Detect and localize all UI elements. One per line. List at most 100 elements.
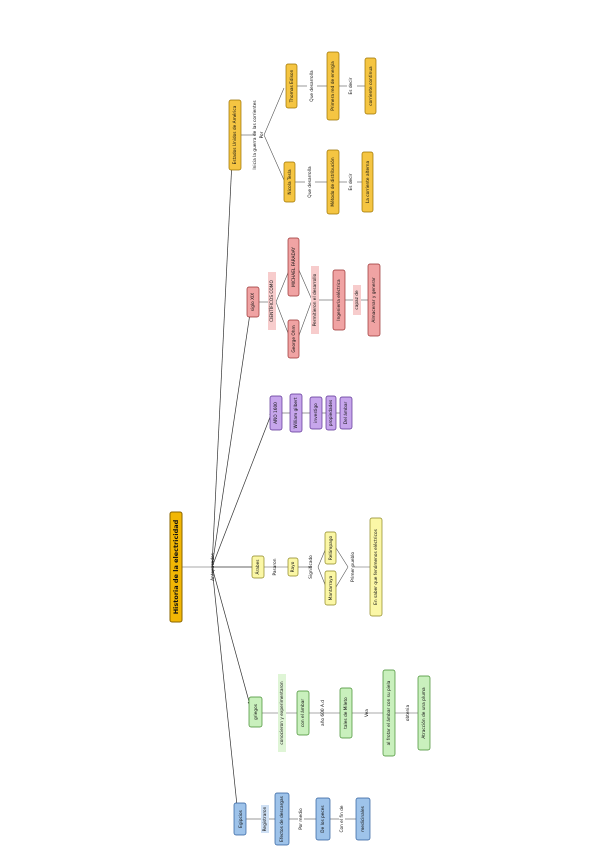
hub-label: Antepasados bbox=[210, 552, 216, 581]
branch-arabes: Árabes Pasaron Rayo Significado Relámpag… bbox=[251, 517, 383, 617]
anio1600-node-4: Del ámbar bbox=[342, 402, 349, 425]
node-del-ambar bbox=[339, 396, 353, 430]
eeuu-label-6: Es decir bbox=[348, 77, 354, 94]
anio1600-head: AÑO 1600 bbox=[272, 402, 279, 424]
node-primera-red bbox=[326, 51, 340, 121]
arabes-head: Árabes bbox=[254, 559, 261, 575]
node-estados-unidos bbox=[228, 99, 242, 171]
eeuu-label-3: Que desarrolla bbox=[307, 166, 313, 198]
egipcios-label-1: Registraron bbox=[262, 806, 268, 831]
node-anio-1600 bbox=[269, 395, 283, 431]
egipcios-label-2: Por medio bbox=[298, 808, 304, 830]
node-atraccion-de-una-pluma bbox=[417, 675, 431, 751]
eeuu-node-5: La corriente alterna bbox=[365, 160, 371, 203]
sigloxix-node-1: MICHAEL FARADAY bbox=[291, 247, 297, 287]
node-michael-faraday bbox=[287, 237, 300, 297]
arabes-node-2: Relámpago bbox=[327, 536, 334, 561]
node-medicinales bbox=[355, 797, 371, 841]
edge-to-egipcios bbox=[211, 566, 240, 816]
egipcios-label-3: Con el fin de bbox=[339, 805, 345, 832]
egipcios-node-1: Efectos de descargas bbox=[279, 795, 285, 842]
label-bg bbox=[311, 266, 319, 334]
sigloxix-node-2: George Ohm bbox=[291, 325, 297, 352]
node-arabes bbox=[251, 555, 265, 579]
title-node: Historia de la electricidad bbox=[169, 511, 183, 623]
sigloxix-label-1: CIENTÍFICOS COMO bbox=[268, 279, 275, 321]
node-egipcios bbox=[233, 802, 247, 836]
arabes-node-4: En saber que fenómenos eléctricos bbox=[372, 528, 379, 604]
anio1600-node-3: propiedades bbox=[328, 399, 334, 426]
sigloxix-node-4: Almacenar y generar bbox=[371, 277, 377, 322]
griegos-label-3: Vea bbox=[364, 709, 370, 717]
edge-to-1600 bbox=[211, 411, 273, 568]
anio1600-node-1: William gilbert bbox=[293, 397, 299, 428]
eeuu-node-1: Nicola Tesla bbox=[287, 169, 293, 195]
arabes-node-1: Rayo bbox=[290, 561, 296, 572]
hub-edges bbox=[178, 139, 273, 816]
edge-to-griegos bbox=[211, 566, 251, 706]
eeuu-node-3: Método de distribución bbox=[329, 157, 336, 207]
branch-egipcios: Egipcios Registraron Efectos de descarga… bbox=[233, 792, 371, 846]
sigloxix-head: siglo XIX bbox=[250, 293, 256, 312]
node-de-los-peces bbox=[315, 797, 331, 841]
anio1600-node-2: investigo bbox=[313, 403, 319, 423]
eeuu-node-4: Primera red de energía bbox=[329, 61, 336, 111]
eeuu-head: Estados Unidos de América bbox=[231, 105, 238, 164]
arabes-label-2: Significado bbox=[308, 555, 314, 579]
eeuu-label-4: Que desarrolla bbox=[309, 70, 315, 102]
arabes-label-3: Primer pueblo bbox=[350, 552, 356, 582]
node-ingenieria-electrica bbox=[332, 269, 346, 331]
arabes-node-3: Mantarraya bbox=[328, 575, 334, 600]
node-george-ohm bbox=[287, 319, 300, 359]
griegos-label-1: conocieron y experimentaron bbox=[279, 681, 285, 744]
griegos-label-2: año 600 A.d bbox=[320, 700, 326, 726]
node-griegos bbox=[248, 696, 263, 728]
edge-to-sigloxix bbox=[211, 299, 254, 568]
label-bg bbox=[278, 674, 286, 752]
branch-griegos: griegos conocieron y experimentaron con … bbox=[248, 669, 431, 757]
node-tales-de-mileto bbox=[339, 687, 353, 739]
eeuu-node-6: corriente continua bbox=[368, 66, 374, 106]
node-con-el-ambar bbox=[296, 690, 310, 736]
node-efectos-descargas bbox=[274, 792, 290, 846]
node-relampago bbox=[324, 531, 337, 565]
sigloxix-label-2: Permitieron el desarrollo bbox=[312, 273, 318, 326]
eeuu-label-1: Inicia la guerra de las corrientes bbox=[252, 100, 258, 170]
griegos-node-3: al frotar el ámbar con su piela bbox=[385, 680, 392, 745]
egipcios-head: Egipcios bbox=[238, 809, 244, 828]
node-metodo-de-distribucion bbox=[326, 149, 340, 215]
eeuu-label-2: Por bbox=[259, 131, 265, 138]
eeuu-node-2: Thomas Edison bbox=[289, 69, 295, 103]
node-al-frotar-el-ambar bbox=[382, 669, 396, 757]
map-title: Historia de la electricidad bbox=[172, 519, 180, 614]
node-propiedades bbox=[325, 395, 337, 431]
node-mantarraya bbox=[324, 570, 337, 606]
eeuu-label-5: Es decir bbox=[348, 173, 354, 190]
egipcios-node-2: De los peces bbox=[320, 805, 326, 833]
node-investigo bbox=[309, 396, 323, 430]
griegos-head: griegos bbox=[253, 703, 259, 720]
label-bg bbox=[353, 285, 361, 315]
edge-to-eeuu bbox=[211, 139, 235, 568]
branch-1600: AÑO 1600 William gilbert investigo propi… bbox=[269, 393, 353, 433]
sigloxix-node-3: Ingeniería eléctrica bbox=[335, 279, 342, 321]
label-bg bbox=[268, 272, 276, 330]
label-bg bbox=[261, 805, 269, 833]
griegos-node-4: Atracción de una pluma bbox=[420, 687, 427, 739]
sigloxix-label-3: capaz de bbox=[354, 290, 360, 310]
egipcios-node-3: medicinales bbox=[360, 805, 366, 832]
node-nicola-tesla bbox=[283, 161, 296, 203]
griegos-node-1: con el ámbar bbox=[299, 699, 306, 727]
node-thomas-edison bbox=[285, 63, 298, 109]
griegos-node-2: tales de Mileto bbox=[343, 697, 349, 729]
branch-sigloxix: siglo XIX CIENTÍFICOS COMO MICHAEL FARAD… bbox=[246, 237, 381, 359]
node-almacenar-y-generar bbox=[367, 263, 381, 337]
node-en-saber bbox=[369, 517, 383, 617]
branch-eeuu: Estados Unidos de América Inicia la guer… bbox=[228, 51, 377, 215]
node-william-gilbert bbox=[289, 393, 303, 433]
arabes-label-1: Pasaron bbox=[272, 558, 278, 575]
node-corriente-continua bbox=[364, 57, 377, 115]
griegos-note: obtenia bbox=[405, 705, 411, 722]
